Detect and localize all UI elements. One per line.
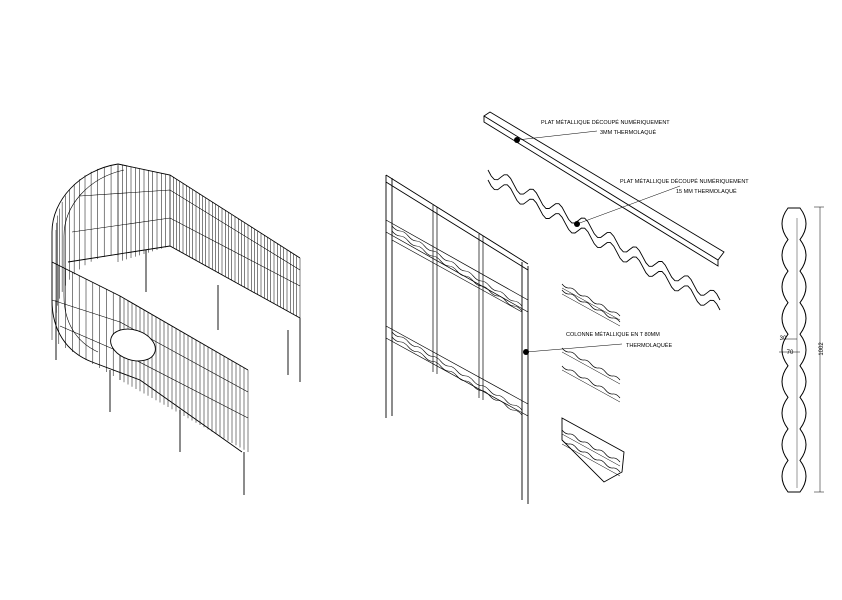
callout-plate-3mm: PLAT MÉTALLIQUE DÉCOUPÉ NUMÉRIQUEMENT 3M… [514, 119, 670, 143]
callout-column: COLONNE MÉTALLIQUE EN T 80MM THERMOLAQUÉ… [523, 331, 672, 355]
small-wavy-bar [561, 347, 621, 381]
fence-near-run-bottom-rail [91, 361, 243, 453]
fence-oval-opening [110, 328, 156, 362]
small-wavy-bar [561, 429, 621, 463]
wavy-plate [391, 336, 523, 416]
callout-plate-15mm-line2: 15 MM THERMOLAQUÉ [676, 188, 737, 195]
frame-lower-band [385, 325, 529, 417]
plate-3mm-flat-bar [483, 111, 725, 267]
small-bar-edge [561, 433, 621, 467]
small-wavy-bars [561, 283, 621, 477]
dim-height-label: 1002 [819, 342, 825, 356]
wavy-plate [391, 230, 523, 312]
small-wavy-bar [561, 283, 621, 317]
frame-mid-rail [391, 239, 523, 313]
callout-leader [525, 343, 623, 353]
callout-leader [516, 130, 598, 141]
wavy-plate [391, 331, 523, 411]
fence-curve-outer-top [51, 163, 119, 363]
fence-support-posts [55, 250, 301, 495]
small-bar-edge [561, 287, 621, 321]
callout-column-line1: COLONNE MÉTALLIQUE EN T 80MM [566, 331, 660, 338]
callout-leader [576, 185, 681, 225]
dim-outer-label: 70 [787, 350, 794, 356]
exploded-components [483, 111, 725, 483]
frame-mullion [478, 234, 484, 400]
fence-far-run-upper-rail [79, 189, 301, 271]
callout-plate-3mm-line1: PLAT MÉTALLIQUE DÉCOUPÉ NUMÉRIQUEMENT [541, 119, 670, 126]
callout-column-line2: THERMOLAQUÉE [626, 342, 672, 349]
callout-plate-3mm-line2: 3MM THERMOLAQUÉ [600, 129, 656, 136]
small-wavy-bar [561, 289, 621, 323]
callout-plate-15mm-line1: PLAT MÉTALLIQUE DÉCOUPÉ NUMÉRIQUEMENT [620, 178, 749, 185]
callout-plate-15mm: PLAT MÉTALLIQUE DÉCOUPÉ NUMÉRIQUEMENT 15… [574, 178, 749, 227]
frame-upper-band [385, 219, 529, 313]
column-frame-isometric [385, 174, 529, 504]
fence-curve-bars [55, 165, 119, 320]
fence-far-run-bars [117, 164, 301, 318]
wavy-plate [391, 225, 523, 307]
frame-wavy-plates [391, 225, 523, 416]
frame-right-column [521, 262, 529, 504]
t-column-piece [561, 417, 625, 483]
frame-mullion [432, 205, 438, 374]
small-wavy-bar [561, 439, 621, 473]
small-wavy-bar [561, 365, 621, 399]
plate-15mm-wavy-bar [487, 169, 721, 311]
wavy-profile-section [779, 206, 824, 493]
small-bar-edge [561, 369, 621, 403]
small-bar-edge [561, 293, 621, 327]
frame-top-rail [385, 174, 529, 271]
fence-curve-inner [63, 169, 125, 353]
profile-outline [781, 207, 807, 493]
fence-far-run-bottom-rail [67, 245, 301, 319]
curved-fence-isometric [51, 163, 301, 495]
frame-left-column [385, 175, 393, 418]
small-bar-edge [561, 351, 621, 385]
dim-inner-label: 30 [780, 336, 787, 342]
